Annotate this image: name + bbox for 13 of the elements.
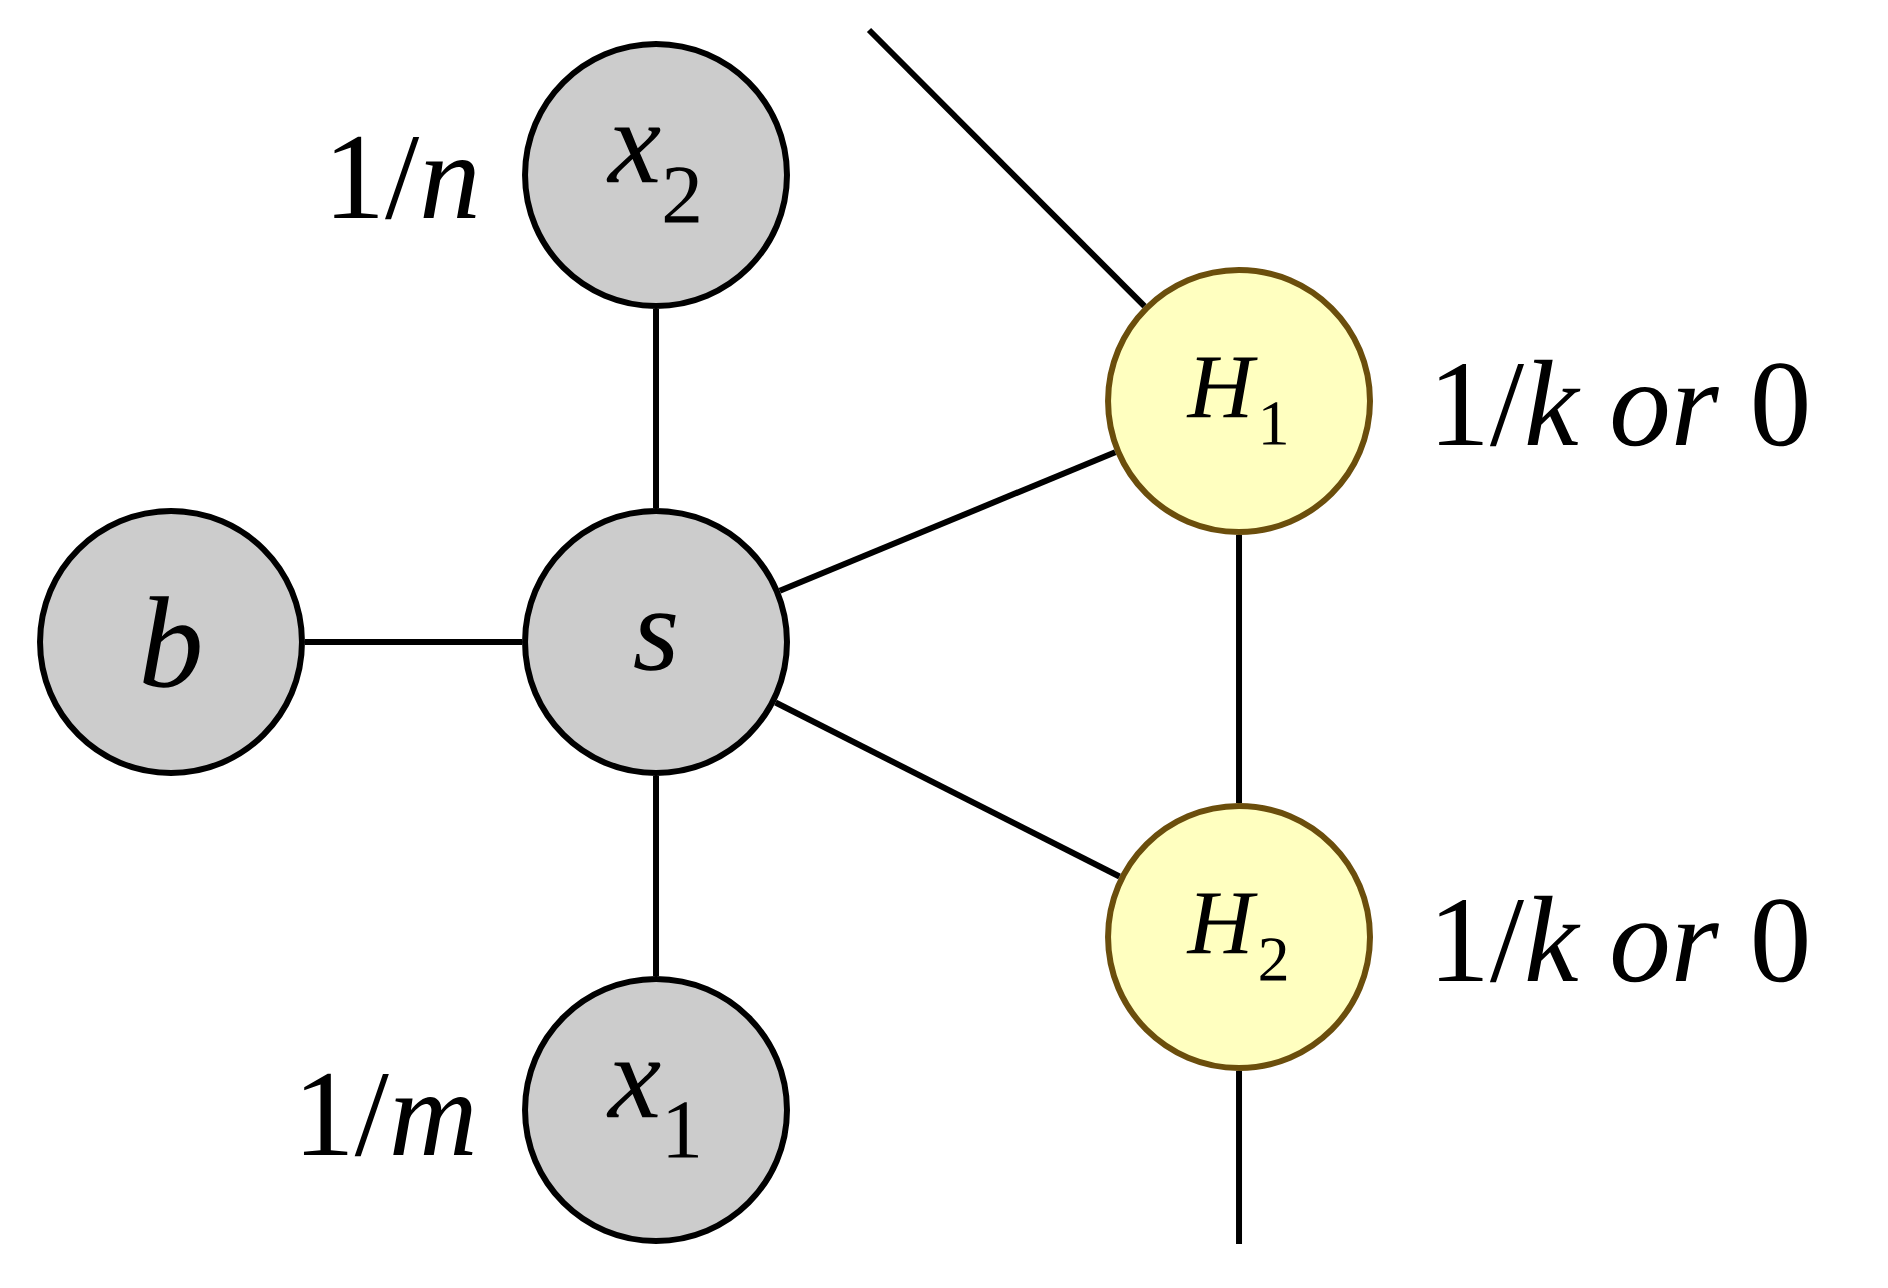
connector-line — [774, 699, 1121, 880]
weight-label: 1/k or 0 — [1439, 895, 1807, 983]
circle-node: x$_{2}$ — [522, 41, 790, 309]
connector-line — [866, 27, 1147, 309]
circle-node: H$_{1}$ — [1105, 267, 1373, 535]
circle-node: x$_{1}$ — [522, 976, 790, 1244]
weight-label: 1/m — [304, 1073, 473, 1157]
connector-line — [778, 449, 1117, 594]
circle-node: s — [522, 508, 790, 776]
weight-label: 1/n — [334, 136, 476, 220]
circle-node: b — [37, 508, 305, 776]
weight-label: 1/k or 0 — [1439, 359, 1807, 447]
circle-node: H$_{2}$ — [1105, 803, 1373, 1071]
